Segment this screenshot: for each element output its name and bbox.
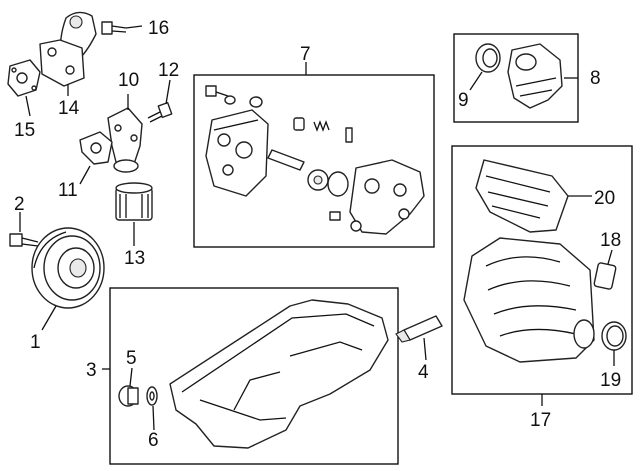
part-6-washer bbox=[146, 386, 158, 406]
part-5-drain-plug bbox=[118, 385, 139, 407]
callout-8: 8 bbox=[590, 68, 601, 89]
callout-20: 20 bbox=[594, 188, 615, 209]
callout-9: 9 bbox=[458, 90, 469, 111]
part-13-oil-filter bbox=[115, 182, 153, 221]
part-20-cover bbox=[475, 159, 569, 233]
callout-6: 6 bbox=[148, 430, 159, 451]
group-box-oil-pump bbox=[193, 74, 435, 248]
callout-7: 7 bbox=[300, 44, 311, 65]
callout-17: 17 bbox=[530, 410, 551, 431]
part-18-gasket bbox=[593, 262, 617, 290]
part-19-seal bbox=[601, 321, 627, 351]
group-box-oil-pan bbox=[109, 287, 399, 465]
callout-16: 16 bbox=[148, 18, 169, 39]
part-3-oil-pan bbox=[169, 299, 389, 449]
part-9-seal bbox=[475, 43, 501, 73]
callout-15: 15 bbox=[14, 120, 35, 141]
callout-18: 18 bbox=[600, 230, 621, 251]
part-10-adapter bbox=[107, 107, 143, 173]
part-8-housing bbox=[507, 43, 563, 109]
callout-19: 19 bbox=[600, 370, 621, 391]
bolt-12 bbox=[147, 101, 173, 123]
callout-2: 2 bbox=[14, 194, 25, 215]
callout-1: 1 bbox=[30, 332, 41, 353]
part-15-gasket bbox=[7, 59, 41, 97]
part-4-sealant bbox=[395, 315, 443, 343]
callout-3: 3 bbox=[86, 360, 97, 381]
bolt-2 bbox=[9, 233, 39, 247]
callout-12: 12 bbox=[158, 60, 179, 81]
callout-11: 11 bbox=[58, 180, 78, 201]
callout-5: 5 bbox=[126, 348, 137, 369]
part-7-oil-pump bbox=[205, 85, 425, 235]
leader-lines bbox=[19, 25, 615, 431]
callout-4: 4 bbox=[418, 362, 429, 383]
callout-14: 14 bbox=[58, 98, 80, 119]
bolt-16 bbox=[101, 21, 127, 35]
part-11-gasket bbox=[79, 131, 113, 165]
part-17-intake-manifold bbox=[463, 237, 595, 363]
part-14-housing bbox=[39, 11, 97, 87]
part-1-pulley bbox=[31, 227, 105, 309]
callout-13: 13 bbox=[124, 248, 145, 269]
callout-10: 10 bbox=[118, 70, 139, 91]
